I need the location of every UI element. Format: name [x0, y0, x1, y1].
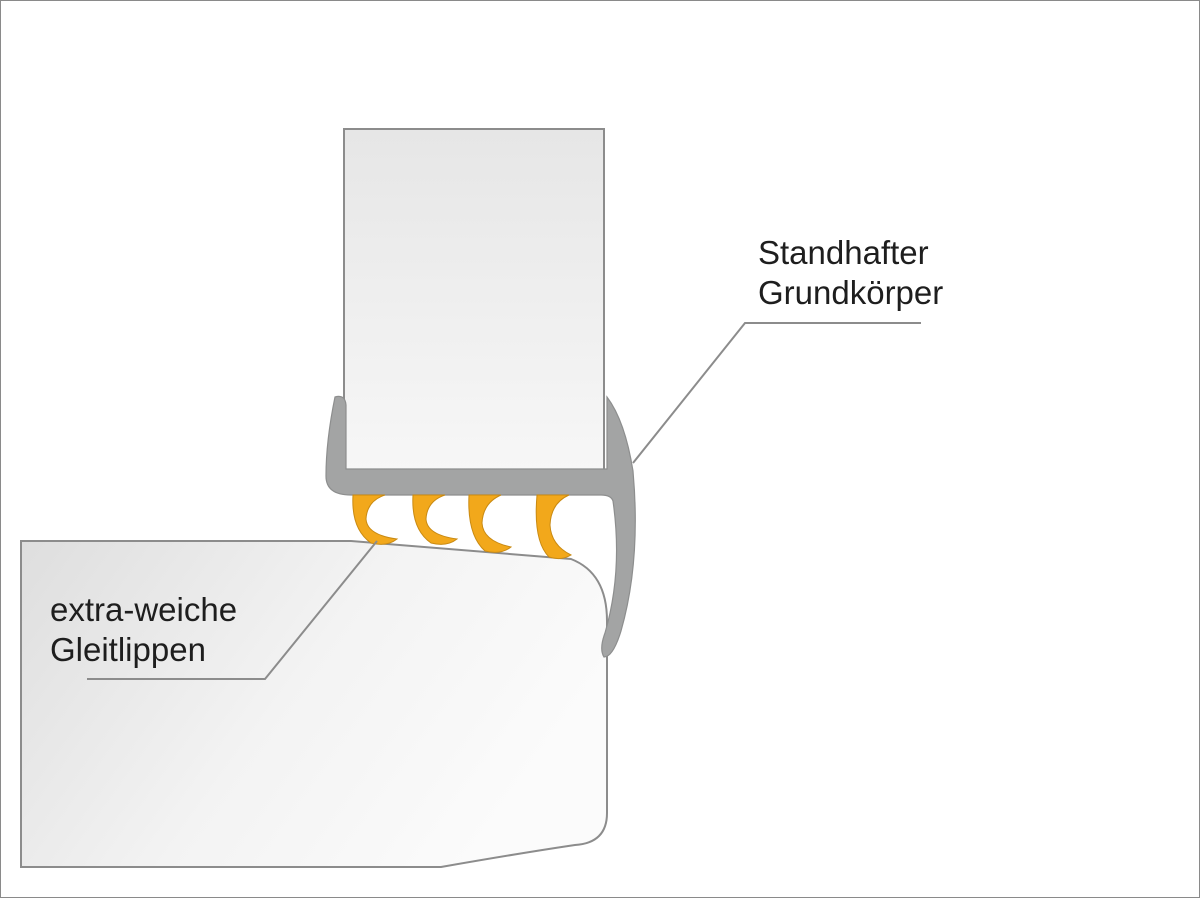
sliding-lip-3	[468, 494, 513, 553]
label-upper-line1: Standhafter	[758, 234, 929, 271]
label-standhafter-grundkoerper: Standhafter Grundkörper	[758, 233, 943, 313]
label-lower-line2: Gleitlippen	[50, 631, 206, 668]
label-upper-line2: Grundkörper	[758, 274, 944, 311]
sliding-lip-2	[412, 494, 459, 545]
leader-line-upper	[632, 322, 921, 464]
leader-line-lower	[87, 540, 378, 680]
label-lower-line1: extra-weiche	[50, 591, 238, 628]
door-leaf	[343, 128, 605, 472]
sliding-lip-4	[535, 494, 573, 560]
seal-base-body	[325, 395, 636, 658]
sliding-lips	[352, 494, 573, 560]
frame-profile	[20, 540, 608, 868]
label-extra-weiche-gleitlippen: extra-weiche Gleitlippen	[50, 590, 237, 670]
sliding-lip-1	[352, 494, 399, 545]
